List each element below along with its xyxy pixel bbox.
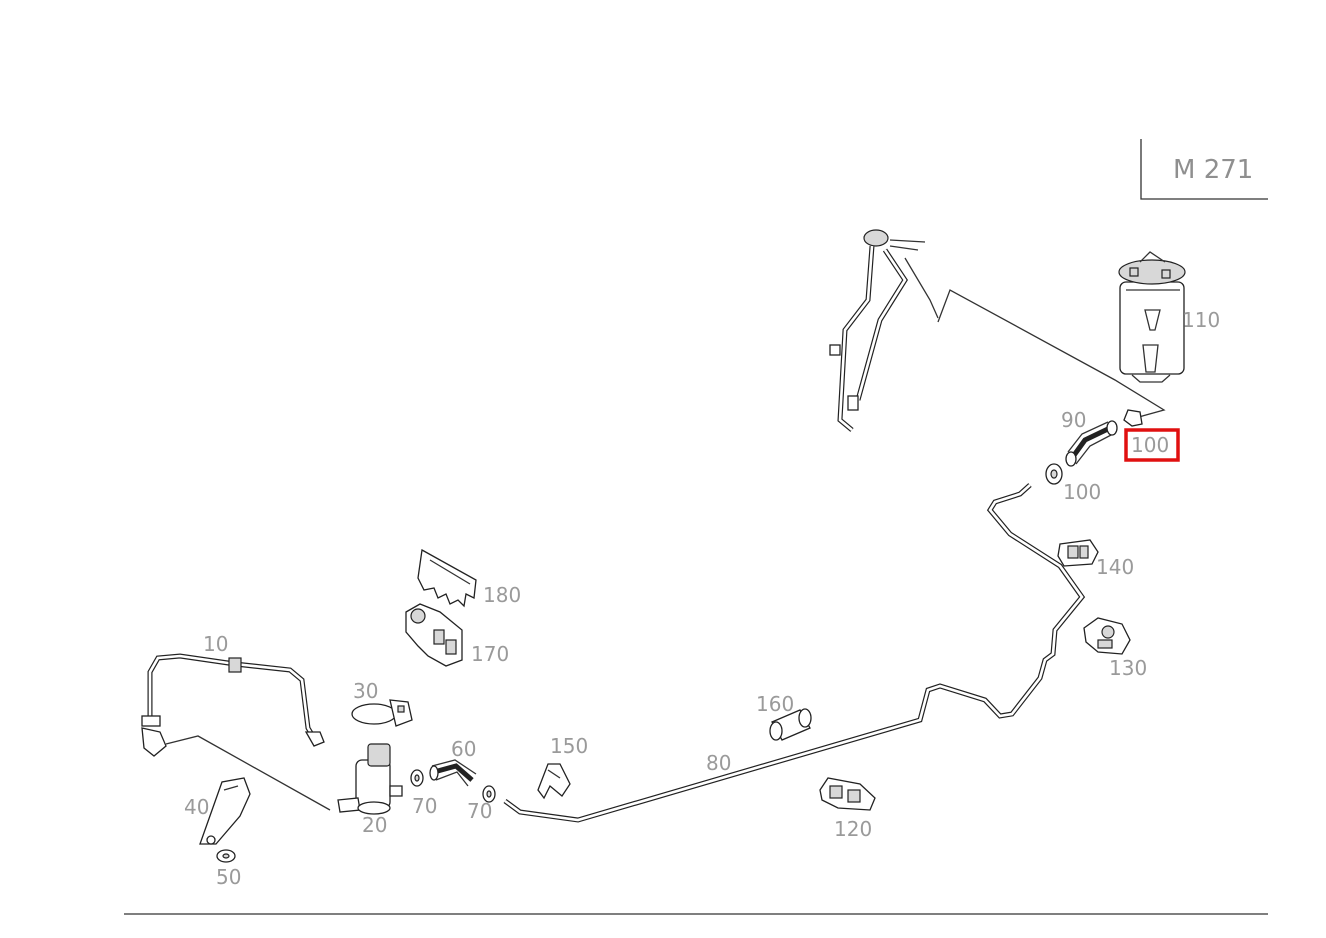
part-70-clamp-right[interactable] <box>482 785 496 803</box>
label-20: 20 <box>362 813 387 837</box>
engine-code-label: M 271 <box>1173 155 1253 185</box>
label-180: 180 <box>483 583 521 607</box>
label-40: 40 <box>184 795 209 819</box>
label-140: 140 <box>1096 555 1134 579</box>
label-90: 90 <box>1061 408 1086 432</box>
part-30-clamp[interactable] <box>351 699 413 727</box>
part-170-bracket[interactable] <box>405 603 463 667</box>
part-60-hose[interactable] <box>429 759 477 787</box>
part-160-sleeve[interactable] <box>769 708 812 741</box>
leader-line-10-20 <box>165 735 331 811</box>
part-120-valve[interactable] <box>819 777 876 811</box>
label-80: 80 <box>706 751 731 775</box>
label-110: 110 <box>1182 308 1220 332</box>
part-50-nut[interactable] <box>216 849 236 863</box>
label-10: 10 <box>203 632 228 656</box>
label-160: 160 <box>756 692 794 716</box>
label-70-left: 70 <box>412 794 437 818</box>
part-40-bracket[interactable] <box>199 777 251 845</box>
label-70-right: 70 <box>467 799 492 823</box>
part-80-vent-line[interactable] <box>503 483 1086 823</box>
part-150-clip[interactable] <box>537 763 571 800</box>
engine-code-box: M 271 <box>1140 139 1268 200</box>
label-130: 130 <box>1109 656 1147 680</box>
part-180-bracket[interactable] <box>417 548 477 608</box>
label-170: 170 <box>471 642 509 666</box>
part-20-purge-valve[interactable] <box>337 743 403 815</box>
part-110-carbon-canister[interactable] <box>1118 251 1186 383</box>
part-10-hose[interactable] <box>141 653 325 757</box>
part-100-clamp[interactable] <box>1045 463 1063 485</box>
label-100-highlighted[interactable]: 100 <box>1131 433 1169 457</box>
filler-neck-assembly <box>829 229 939 432</box>
label-100-lower: 100 <box>1063 480 1101 504</box>
label-30: 30 <box>353 679 378 703</box>
part-130-valve[interactable] <box>1083 617 1131 655</box>
label-150: 150 <box>550 734 588 758</box>
part-90-hose[interactable] <box>1065 409 1143 467</box>
label-120: 120 <box>834 817 872 841</box>
highlight-box-100 <box>1124 428 1180 462</box>
part-140-valve[interactable] <box>1057 539 1099 567</box>
part-70-clamp-left[interactable] <box>410 769 424 787</box>
label-60: 60 <box>451 737 476 761</box>
leader-line-filler <box>937 289 1166 421</box>
label-50: 50 <box>216 865 241 889</box>
